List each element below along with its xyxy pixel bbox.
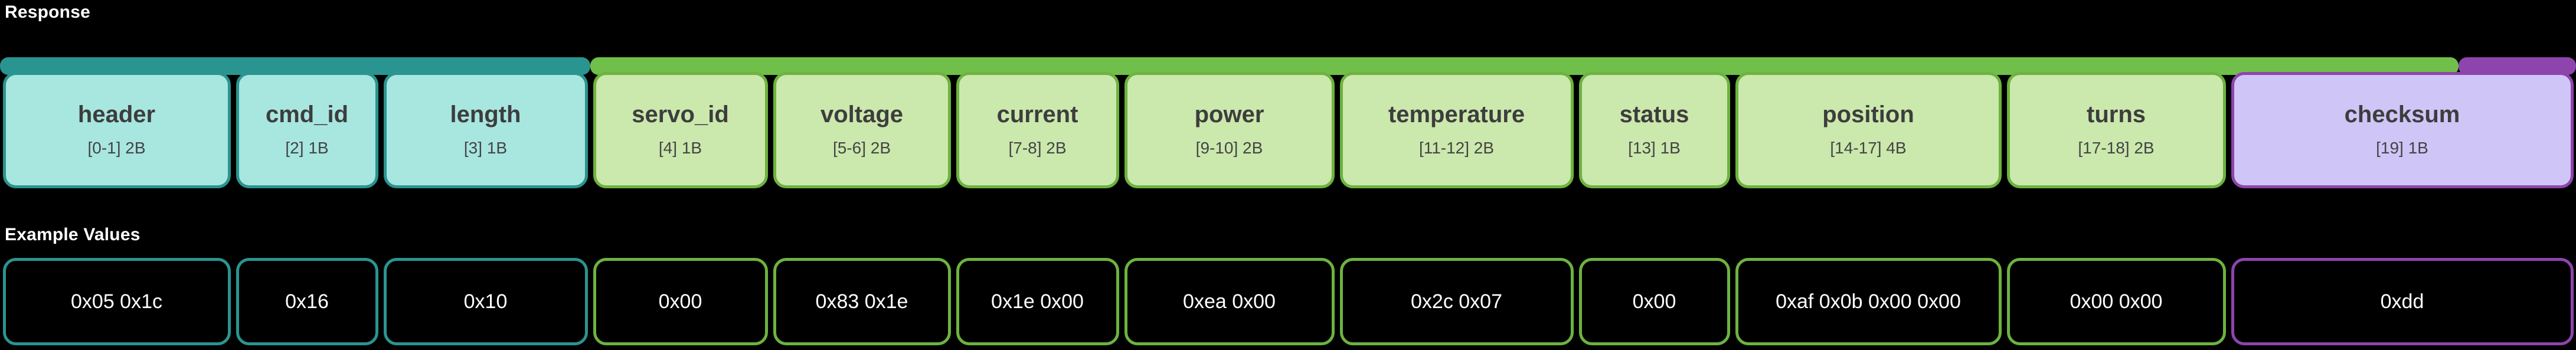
value-text-cmd_id: 0x16 <box>285 290 329 313</box>
field-range-checksum: [19] 1B <box>2376 138 2428 157</box>
value-text-length: 0x10 <box>463 290 508 313</box>
field-name-turns: turns <box>2087 102 2146 128</box>
field-name-header: header <box>77 102 156 128</box>
value-text-servo_id: 0x00 <box>658 290 702 313</box>
field-name-current: current <box>996 102 1078 128</box>
field-box-length[interactable]: length [3] 1B <box>383 72 588 188</box>
field-name-voltage: voltage <box>820 102 904 128</box>
value-text-current: 0x1e 0x00 <box>991 290 1084 313</box>
value-box-power[interactable]: 0xea 0x00 <box>1124 258 1335 345</box>
field-range-length: [3] 1B <box>463 138 508 157</box>
value-box-length[interactable]: 0x10 <box>383 258 588 345</box>
field-box-servo_id[interactable]: servo_id [4] 1B <box>593 72 768 188</box>
value-box-temperature[interactable]: 0x2c 0x07 <box>1339 258 1574 345</box>
field-box-position[interactable]: position [14-17] 4B <box>1735 72 2002 188</box>
field-box-voltage[interactable]: voltage [5-6] 2B <box>773 72 951 188</box>
field-name-checksum: checksum <box>2344 102 2460 128</box>
field-box-power[interactable]: power [9-10] 2B <box>1124 72 1335 188</box>
response-section-title: Response <box>5 2 90 22</box>
field-range-temperature: [11-12] 2B <box>1418 138 1495 157</box>
field-range-voltage: [5-6] 2B <box>832 138 891 157</box>
field-name-cmd_id: cmd_id <box>265 102 349 128</box>
field-range-position: [14-17] 4B <box>1830 138 1907 157</box>
value-box-voltage[interactable]: 0x83 0x1e <box>773 258 951 345</box>
field-name-power: power <box>1194 102 1264 128</box>
value-text-power: 0xea 0x00 <box>1183 290 1276 313</box>
field-range-status: [13] 1B <box>1628 138 1681 157</box>
field-box-turns[interactable]: turns [17-18] 2B <box>2006 72 2226 188</box>
field-box-temperature[interactable]: temperature [11-12] 2B <box>1339 72 1574 188</box>
field-range-header: [0-1] 2B <box>87 138 146 157</box>
value-text-position: 0xaf 0x0b 0x00 0x00 <box>1776 290 1961 313</box>
field-box-checksum[interactable]: checksum [19] 1B <box>2231 72 2574 188</box>
value-box-header[interactable]: 0x05 0x1c <box>2 258 231 345</box>
value-text-checksum: 0xdd <box>2380 290 2424 313</box>
field-range-cmd_id: [2] 1B <box>285 138 329 157</box>
field-box-status[interactable]: status [13] 1B <box>1578 72 1730 188</box>
example-values-section-title: Example Values <box>5 225 140 244</box>
value-text-turns: 0x00 0x00 <box>2070 290 2163 313</box>
value-box-position[interactable]: 0xaf 0x0b 0x00 0x00 <box>1735 258 2002 345</box>
value-box-current[interactable]: 0x1e 0x00 <box>956 258 1119 345</box>
example-value-boxes-row: 0x05 0x1c 0x16 0x10 0x00 0x83 0x1e 0x1e 0x00 0… <box>0 258 2576 346</box>
value-box-cmd_id[interactable]: 0x16 <box>236 258 378 345</box>
field-name-status: status <box>1619 102 1689 128</box>
value-text-temperature: 0x2c 0x07 <box>1411 290 1502 313</box>
value-text-voltage: 0x83 0x1e <box>815 290 908 313</box>
field-range-servo_id: [4] 1B <box>658 138 702 157</box>
value-text-header: 0x05 0x1c <box>71 290 162 313</box>
field-range-turns: [17-18] 2B <box>2078 138 2155 157</box>
field-name-length: length <box>450 102 521 128</box>
field-range-current: [7-8] 2B <box>1008 138 1067 157</box>
value-box-checksum[interactable]: 0xdd <box>2231 258 2574 345</box>
field-range-power: [9-10] 2B <box>1195 138 1263 157</box>
value-box-status[interactable]: 0x00 <box>1578 258 1730 345</box>
field-name-position: position <box>1822 102 1914 128</box>
field-box-cmd_id[interactable]: cmd_id [2] 1B <box>236 72 378 188</box>
field-name-temperature: temperature <box>1388 102 1525 128</box>
value-text-status: 0x00 <box>1632 290 1676 313</box>
field-name-servo_id: servo_id <box>632 102 729 128</box>
field-box-header[interactable]: header [0-1] 2B <box>2 72 231 188</box>
value-box-servo_id[interactable]: 0x00 <box>593 258 768 345</box>
field-boxes-row: header [0-1] 2B cmd_id [2] 1B length [3] 1B se… <box>0 72 2576 190</box>
field-box-current[interactable]: current [7-8] 2B <box>956 72 1119 188</box>
value-box-turns[interactable]: 0x00 0x00 <box>2006 258 2226 345</box>
